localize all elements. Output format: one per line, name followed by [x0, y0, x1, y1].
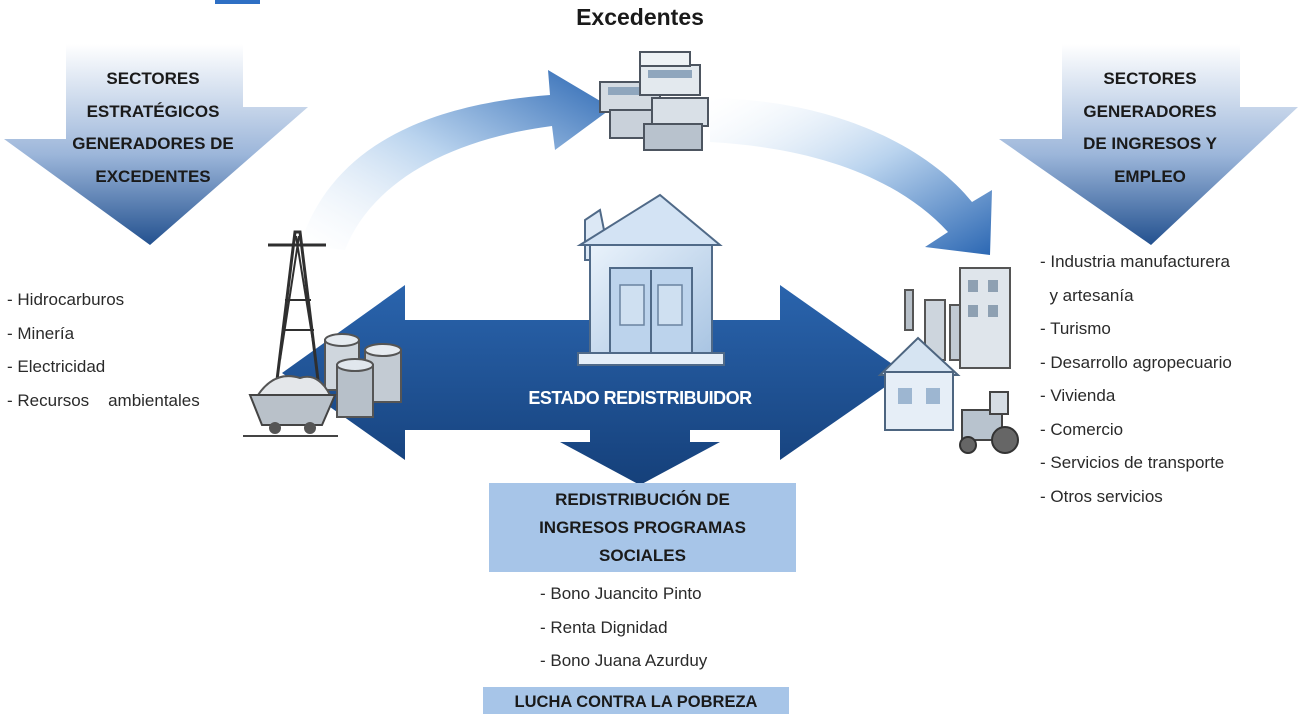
factory-icon [904, 267, 1011, 369]
left-sector-list: - Hidrocarburos - Minería - Electricidad… [7, 283, 200, 417]
left-heading-line: EXCEDENTES [95, 166, 211, 186]
cropped-title-fragment [215, 0, 260, 4]
list-item: - Renta Dignidad [540, 617, 668, 637]
oil-barrels-icon [324, 333, 402, 418]
right-sector-heading: SECTORES GENERADORES DE INGRESOS Y EMPLE… [1030, 63, 1270, 193]
list-item: - Minería [7, 323, 75, 343]
center-double-arrow [282, 285, 905, 485]
left-sector-arrow [4, 44, 308, 245]
poverty-label: LUCHA CONTRA LA POBREZA [514, 693, 758, 711]
house-icon [877, 336, 961, 431]
list-item: - Hidrocarburos [7, 290, 125, 309]
right-heading-line: DE INGRESOS Y [1083, 134, 1217, 153]
list-item: y artesanía [1040, 285, 1134, 305]
list-item: - Bono Juana Azurduy [540, 651, 708, 670]
left-heading-line: SECTORES [106, 69, 200, 88]
list-item: - Comercio [1040, 419, 1124, 439]
top-label: Excedentes [576, 4, 704, 30]
redistribution-heading: REDISTRIBUCIÓN DE INGRESOS PROGRAMAS SOC… [489, 486, 796, 570]
list-item: - Recursos ambientales [7, 390, 200, 410]
right-heading-line: SECTORES [1103, 69, 1197, 88]
redistribution-heading-line: SOCIALES [599, 546, 686, 565]
redistribution-heading-line: INGRESOS PROGRAMAS [539, 518, 746, 537]
money-stack-icon [599, 51, 709, 151]
center-label: ESTADO REDISTRIBUIDOR [528, 388, 752, 408]
bank-building-icon [576, 193, 725, 366]
list-item: - Desarrollo agropecuario [1040, 352, 1232, 372]
poverty-box [483, 687, 789, 714]
list-item: - Electricidad [7, 357, 106, 376]
list-item: - Bono Juancito Pinto [540, 584, 702, 603]
mine-cart-icon [243, 375, 338, 437]
right-sector-list: - Industria manufacturera y artesanía - … [1040, 245, 1232, 513]
list-item: - Otros servicios [1040, 486, 1163, 506]
redistribution-box [489, 483, 796, 572]
arc-arrow-right [710, 98, 992, 255]
list-item: - Industria manufacturera [1040, 252, 1230, 271]
tractor-icon [959, 391, 1019, 454]
left-heading-line: ESTRATÉGICOS [86, 101, 220, 121]
right-heading-line: GENERADORES [1083, 101, 1217, 121]
list-item: - Servicios de transporte [1040, 453, 1225, 472]
list-item: - Vivienda [1040, 386, 1116, 405]
redistribution-list: - Bono Juancito Pinto - Renta Dignidad -… [540, 577, 707, 678]
redistribution-heading-line: REDISTRIBUCIÓN DE [555, 490, 730, 509]
right-sector-arrow [999, 44, 1298, 245]
list-item: - Turismo [1040, 319, 1111, 338]
left-sector-heading: SECTORES ESTRATÉGICOS GENERADORES DE EXC… [38, 63, 268, 193]
left-heading-line: GENERADORES DE [72, 134, 234, 153]
right-heading-line: EMPLEO [1114, 166, 1186, 186]
arc-arrow-left [300, 70, 612, 250]
